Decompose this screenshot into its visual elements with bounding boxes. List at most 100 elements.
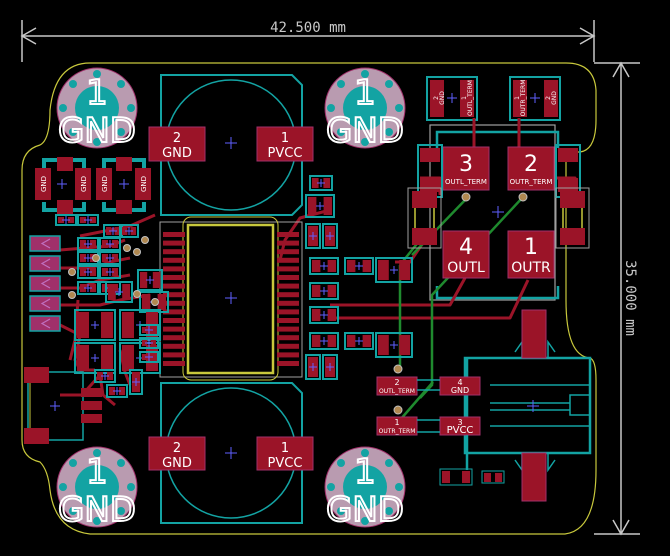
ic-pin[interactable] <box>277 318 299 323</box>
ic-pin[interactable] <box>277 232 299 237</box>
ic-pin[interactable] <box>163 266 185 272</box>
output-pad-1[interactable]: 1 OUTR <box>507 230 555 279</box>
bottom-left-component[interactable] <box>24 367 102 444</box>
ic-pin[interactable] <box>163 309 185 315</box>
ic-pin[interactable] <box>277 300 299 306</box>
ic-pin[interactable] <box>163 249 185 255</box>
passive-components-right[interactable] <box>305 175 413 380</box>
smd-passive[interactable] <box>309 332 339 350</box>
smd-passive[interactable] <box>99 265 121 279</box>
ic-pin[interactable] <box>277 326 299 332</box>
ic-pin[interactable] <box>277 352 299 358</box>
capacitor-bottom-pad-pvcc[interactable]: 1 PVCC <box>256 436 314 471</box>
ic-pin[interactable] <box>163 292 185 298</box>
capacitor-top-pad-pvcc[interactable]: 1 PVCC <box>256 126 314 162</box>
smd-passive[interactable] <box>344 332 374 350</box>
smd-passive[interactable] <box>105 281 133 303</box>
output-pad-3[interactable]: 3 OUTL_TERM <box>442 146 490 191</box>
smd-passive[interactable] <box>77 237 99 251</box>
ic-pin[interactable] <box>277 361 299 366</box>
ic-pin[interactable] <box>277 240 299 246</box>
ic-pin[interactable] <box>163 361 185 366</box>
ic-pin[interactable] <box>163 240 185 246</box>
ic-pin[interactable] <box>163 283 185 289</box>
ic-pin[interactable] <box>277 283 299 289</box>
smd-passive[interactable] <box>139 324 159 336</box>
smd-passive[interactable] <box>322 354 338 380</box>
smd-passive[interactable] <box>139 337 159 349</box>
smd-passive[interactable] <box>77 265 99 279</box>
smd-passive[interactable] <box>77 281 99 295</box>
smd-passive[interactable] <box>309 175 333 191</box>
small-cap-bottom-2[interactable] <box>481 470 505 484</box>
output-pad-2[interactable]: 2 OUTR_TERM <box>507 146 555 191</box>
connector-pad[interactable] <box>29 255 61 272</box>
ic-pin[interactable] <box>277 266 299 272</box>
ic-pin[interactable] <box>163 275 185 280</box>
ic-pin[interactable] <box>163 335 185 341</box>
small-cap-bottom-1[interactable] <box>439 468 473 486</box>
smd-passive[interactable] <box>375 257 413 283</box>
smd-passive[interactable] <box>322 223 338 249</box>
smd-passive[interactable] <box>129 369 143 395</box>
smd-passive[interactable] <box>77 214 99 226</box>
connector-pad[interactable] <box>29 295 61 312</box>
smd-passive[interactable] <box>375 332 413 358</box>
jack-mount-pad-top[interactable] <box>521 309 547 359</box>
smd-passive[interactable] <box>137 269 163 291</box>
smd-passive[interactable] <box>94 369 116 383</box>
input-connector-pads[interactable] <box>29 235 61 332</box>
ic-pin[interactable] <box>277 275 299 280</box>
smd-passive[interactable] <box>55 214 77 226</box>
mounting-hole-bottom-right[interactable]: 1 GND <box>324 446 406 531</box>
connector-pad[interactable] <box>29 235 61 252</box>
smd-passive[interactable] <box>309 257 339 275</box>
side-cap-right-top[interactable] <box>555 144 581 198</box>
connector-pad[interactable] <box>29 315 61 332</box>
smd-passive[interactable] <box>309 306 339 324</box>
side-cap-right-bottom[interactable] <box>555 187 590 249</box>
ic-pin[interactable] <box>163 300 185 306</box>
ic-pin[interactable] <box>277 292 299 298</box>
capacitor-top-pad-gnd[interactable]: 2 GND <box>148 126 206 162</box>
term-connector-right[interactable]: 1 OUTR_TERM 2 GND <box>509 76 561 121</box>
mounting-hole-bottom-left[interactable]: 1 GND <box>56 446 138 531</box>
term-connector-left[interactable]: 2 GND 1 OUTL_TERM <box>426 76 478 121</box>
amplifier-ic[interactable] <box>159 216 303 381</box>
smd-passive[interactable] <box>344 257 374 275</box>
smd-passive[interactable] <box>305 194 335 218</box>
smd-passive[interactable] <box>309 282 339 300</box>
side-cap-left-bottom[interactable] <box>407 187 442 249</box>
jack-mount-pad-bottom[interactable] <box>521 452 547 502</box>
jack-pad-1[interactable]: 1 OUTR_TERM <box>376 416 418 436</box>
ic-pin[interactable] <box>163 352 185 358</box>
ic-pin[interactable] <box>277 335 299 341</box>
mounting-hole-top-left[interactable]: 1 GND <box>56 67 138 152</box>
output-pad-4[interactable]: 4 OUTL <box>442 230 490 279</box>
ic-pin[interactable] <box>277 249 299 255</box>
ic-pin[interactable] <box>163 318 185 323</box>
ic-pin[interactable] <box>163 257 185 263</box>
capacitor-bottom-pad-gnd[interactable]: 2 GND <box>148 436 206 471</box>
ic-pin[interactable] <box>163 326 185 332</box>
connector-pad[interactable] <box>29 275 61 292</box>
smd-passive[interactable] <box>119 224 139 238</box>
ic-pin[interactable] <box>277 309 299 315</box>
smd-passive[interactable] <box>99 237 121 251</box>
mounting-hole-top-right[interactable]: 1 GND <box>324 67 406 152</box>
smd-passive[interactable] <box>305 223 321 249</box>
smd-passive[interactable] <box>139 351 159 363</box>
small-cap-left-1[interactable]: GND GND <box>35 157 91 214</box>
smd-passive[interactable] <box>106 384 128 398</box>
jack-pad-3[interactable]: 3 PVCC <box>439 416 481 436</box>
smd-passive[interactable] <box>305 354 321 380</box>
jack-pad-2[interactable]: 2 OUTL_TERM <box>376 376 418 396</box>
passive-components-left[interactable] <box>55 214 169 398</box>
ic-pin[interactable] <box>163 232 185 237</box>
smd-passive[interactable] <box>74 309 116 341</box>
ic-pin[interactable] <box>277 257 299 263</box>
ic-pin[interactable] <box>277 343 299 349</box>
small-cap-left-2[interactable]: GND GND <box>96 157 151 214</box>
ic-pin[interactable] <box>163 343 185 349</box>
